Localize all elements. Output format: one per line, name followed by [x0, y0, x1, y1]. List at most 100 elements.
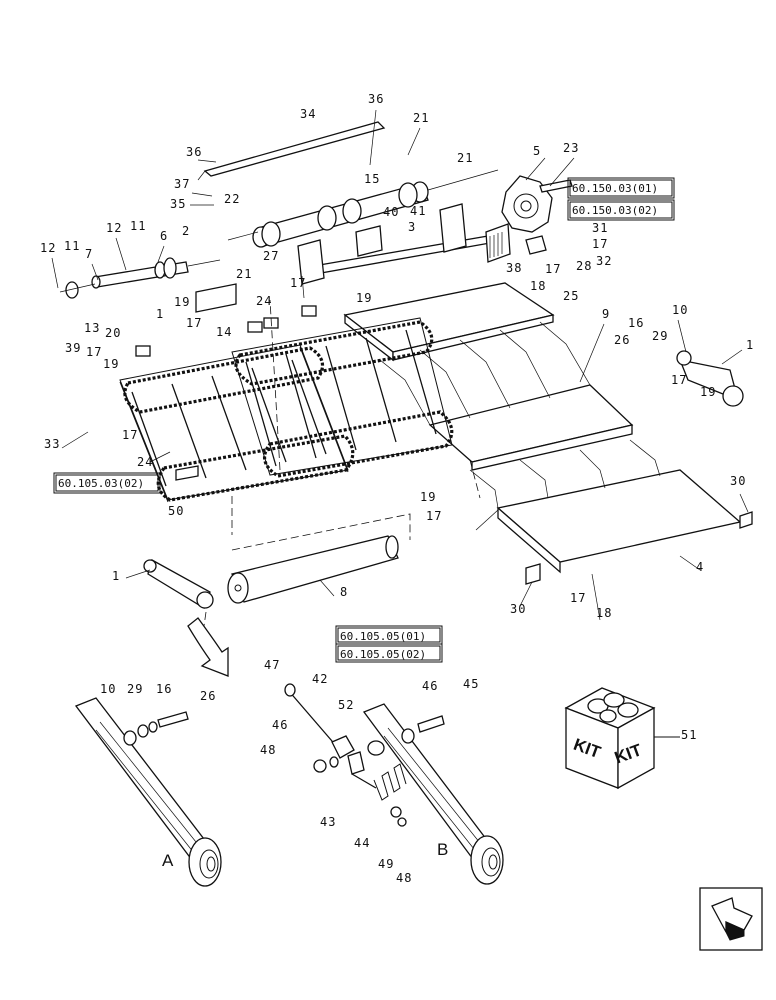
callout-number: 51: [681, 728, 697, 742]
callout-number: 27: [263, 249, 279, 263]
arrow-icon: [699, 887, 763, 951]
callout-number: 7: [85, 247, 93, 261]
callout-number: 24: [256, 294, 272, 308]
callout-number: 10: [672, 303, 688, 317]
callout-number: 14: [216, 325, 232, 339]
callout-number: 18: [530, 279, 546, 293]
floor-panel-4: [469, 439, 753, 574]
callout-number: 29: [652, 329, 668, 343]
callout-number: 44: [354, 836, 370, 850]
callout-number: 49: [378, 857, 394, 871]
reference-boxes: [53, 177, 675, 663]
callout-number: 1: [746, 338, 754, 352]
callout-number: 17: [570, 591, 586, 605]
reference-code: 60.105.03(02): [58, 477, 144, 490]
arm-detail-a: [74, 697, 222, 887]
callout-number: 17: [186, 316, 202, 330]
callout-number: 17: [545, 262, 561, 276]
callout-number: 19: [420, 490, 436, 504]
callout-number: 24: [137, 455, 153, 469]
shaft-7: [59, 257, 221, 299]
callout-number: 32: [596, 254, 612, 268]
callout-number: 2: [182, 224, 190, 238]
callout-number: 31: [592, 221, 608, 235]
callout-number: 29: [127, 682, 143, 696]
view-label: B: [437, 840, 448, 859]
callout-number: 15: [364, 172, 380, 186]
callout-number: 19: [103, 357, 119, 371]
callout-number: 18: [596, 606, 612, 620]
callout-number: 6: [160, 229, 168, 243]
reference-labels: 60.150.03(01) 60.150.03(02) 60.105.03(02) 6…: [58, 182, 658, 661]
reference-code: 60.105.05(02): [340, 648, 426, 661]
reference-code: 60.150.03(02): [572, 204, 658, 217]
callout-number: 19: [700, 385, 716, 399]
shaft-15: [227, 169, 499, 248]
callout-number: 8: [340, 585, 348, 599]
bracket-50: [175, 465, 199, 481]
callout-number: 9: [602, 307, 610, 321]
callout-number: 22: [224, 192, 240, 206]
callout-number: 13: [84, 321, 100, 335]
callout-number: 48: [260, 743, 276, 757]
callout-number: 17: [592, 237, 608, 251]
callout-number: 17: [122, 428, 138, 442]
callout-number: 1: [156, 307, 164, 321]
callout-number: 1: [112, 569, 120, 583]
callout-number: 19: [174, 295, 190, 309]
callout-number: 17: [426, 509, 442, 523]
callout-number: 33: [44, 437, 60, 451]
view-label: A: [162, 851, 174, 870]
callout-number: 12: [40, 241, 56, 255]
callout-number: 40: [383, 205, 399, 219]
callout-number: 23: [563, 141, 579, 155]
callout-number: 36: [368, 92, 384, 106]
callout-number: 39: [65, 341, 81, 355]
callout-number: 34: [300, 107, 316, 121]
callout-number: 21: [236, 267, 252, 281]
reference-code: 60.150.03(01): [572, 182, 658, 195]
plate-14: [195, 283, 237, 313]
dashed-lines: [201, 299, 481, 641]
callout-number: 3: [408, 220, 416, 234]
gearbox-5: [501, 175, 573, 233]
callout-number: 4: [696, 560, 704, 574]
callout-number: 11: [64, 239, 80, 253]
callout-number: 21: [413, 111, 429, 125]
arm-detail-b: [362, 703, 504, 885]
callout-number: 21: [457, 151, 473, 165]
arm-1-lower: [143, 559, 214, 609]
callout-number: 30: [730, 474, 746, 488]
reference-code: 60.105.05(01): [340, 630, 426, 643]
callout-number: 38: [506, 261, 522, 275]
callout-number: 50: [168, 504, 184, 518]
callout-number: 52: [338, 698, 354, 712]
bracket-28: [525, 235, 547, 255]
arm-1-right: [676, 350, 744, 407]
callout-number: 19: [356, 291, 372, 305]
slat-conveyor-left: [119, 344, 355, 503]
callout-number: 47: [264, 658, 280, 672]
spring-assembly: [284, 683, 407, 827]
callout-number: 16: [628, 316, 644, 330]
callout-number: 17: [671, 373, 687, 387]
callout-number: 17: [290, 276, 306, 290]
callout-number: 42: [312, 672, 328, 686]
callout-number: 26: [200, 689, 216, 703]
frame-3: [297, 203, 491, 299]
callout-number: 43: [320, 815, 336, 829]
callout-number: 26: [614, 333, 630, 347]
callout-number: 36: [186, 145, 202, 159]
callout-number: 28: [576, 259, 592, 273]
callout-number: 17: [86, 345, 102, 359]
callout-number: 25: [563, 289, 579, 303]
guard-38: [485, 223, 511, 263]
kit-box: [564, 687, 656, 790]
floor-panel-25: [343, 282, 555, 362]
view-labels: AB: [162, 840, 448, 870]
wear-strip-34: [197, 121, 386, 181]
callout-number: 5: [533, 144, 541, 158]
callout-number: 37: [174, 177, 190, 191]
